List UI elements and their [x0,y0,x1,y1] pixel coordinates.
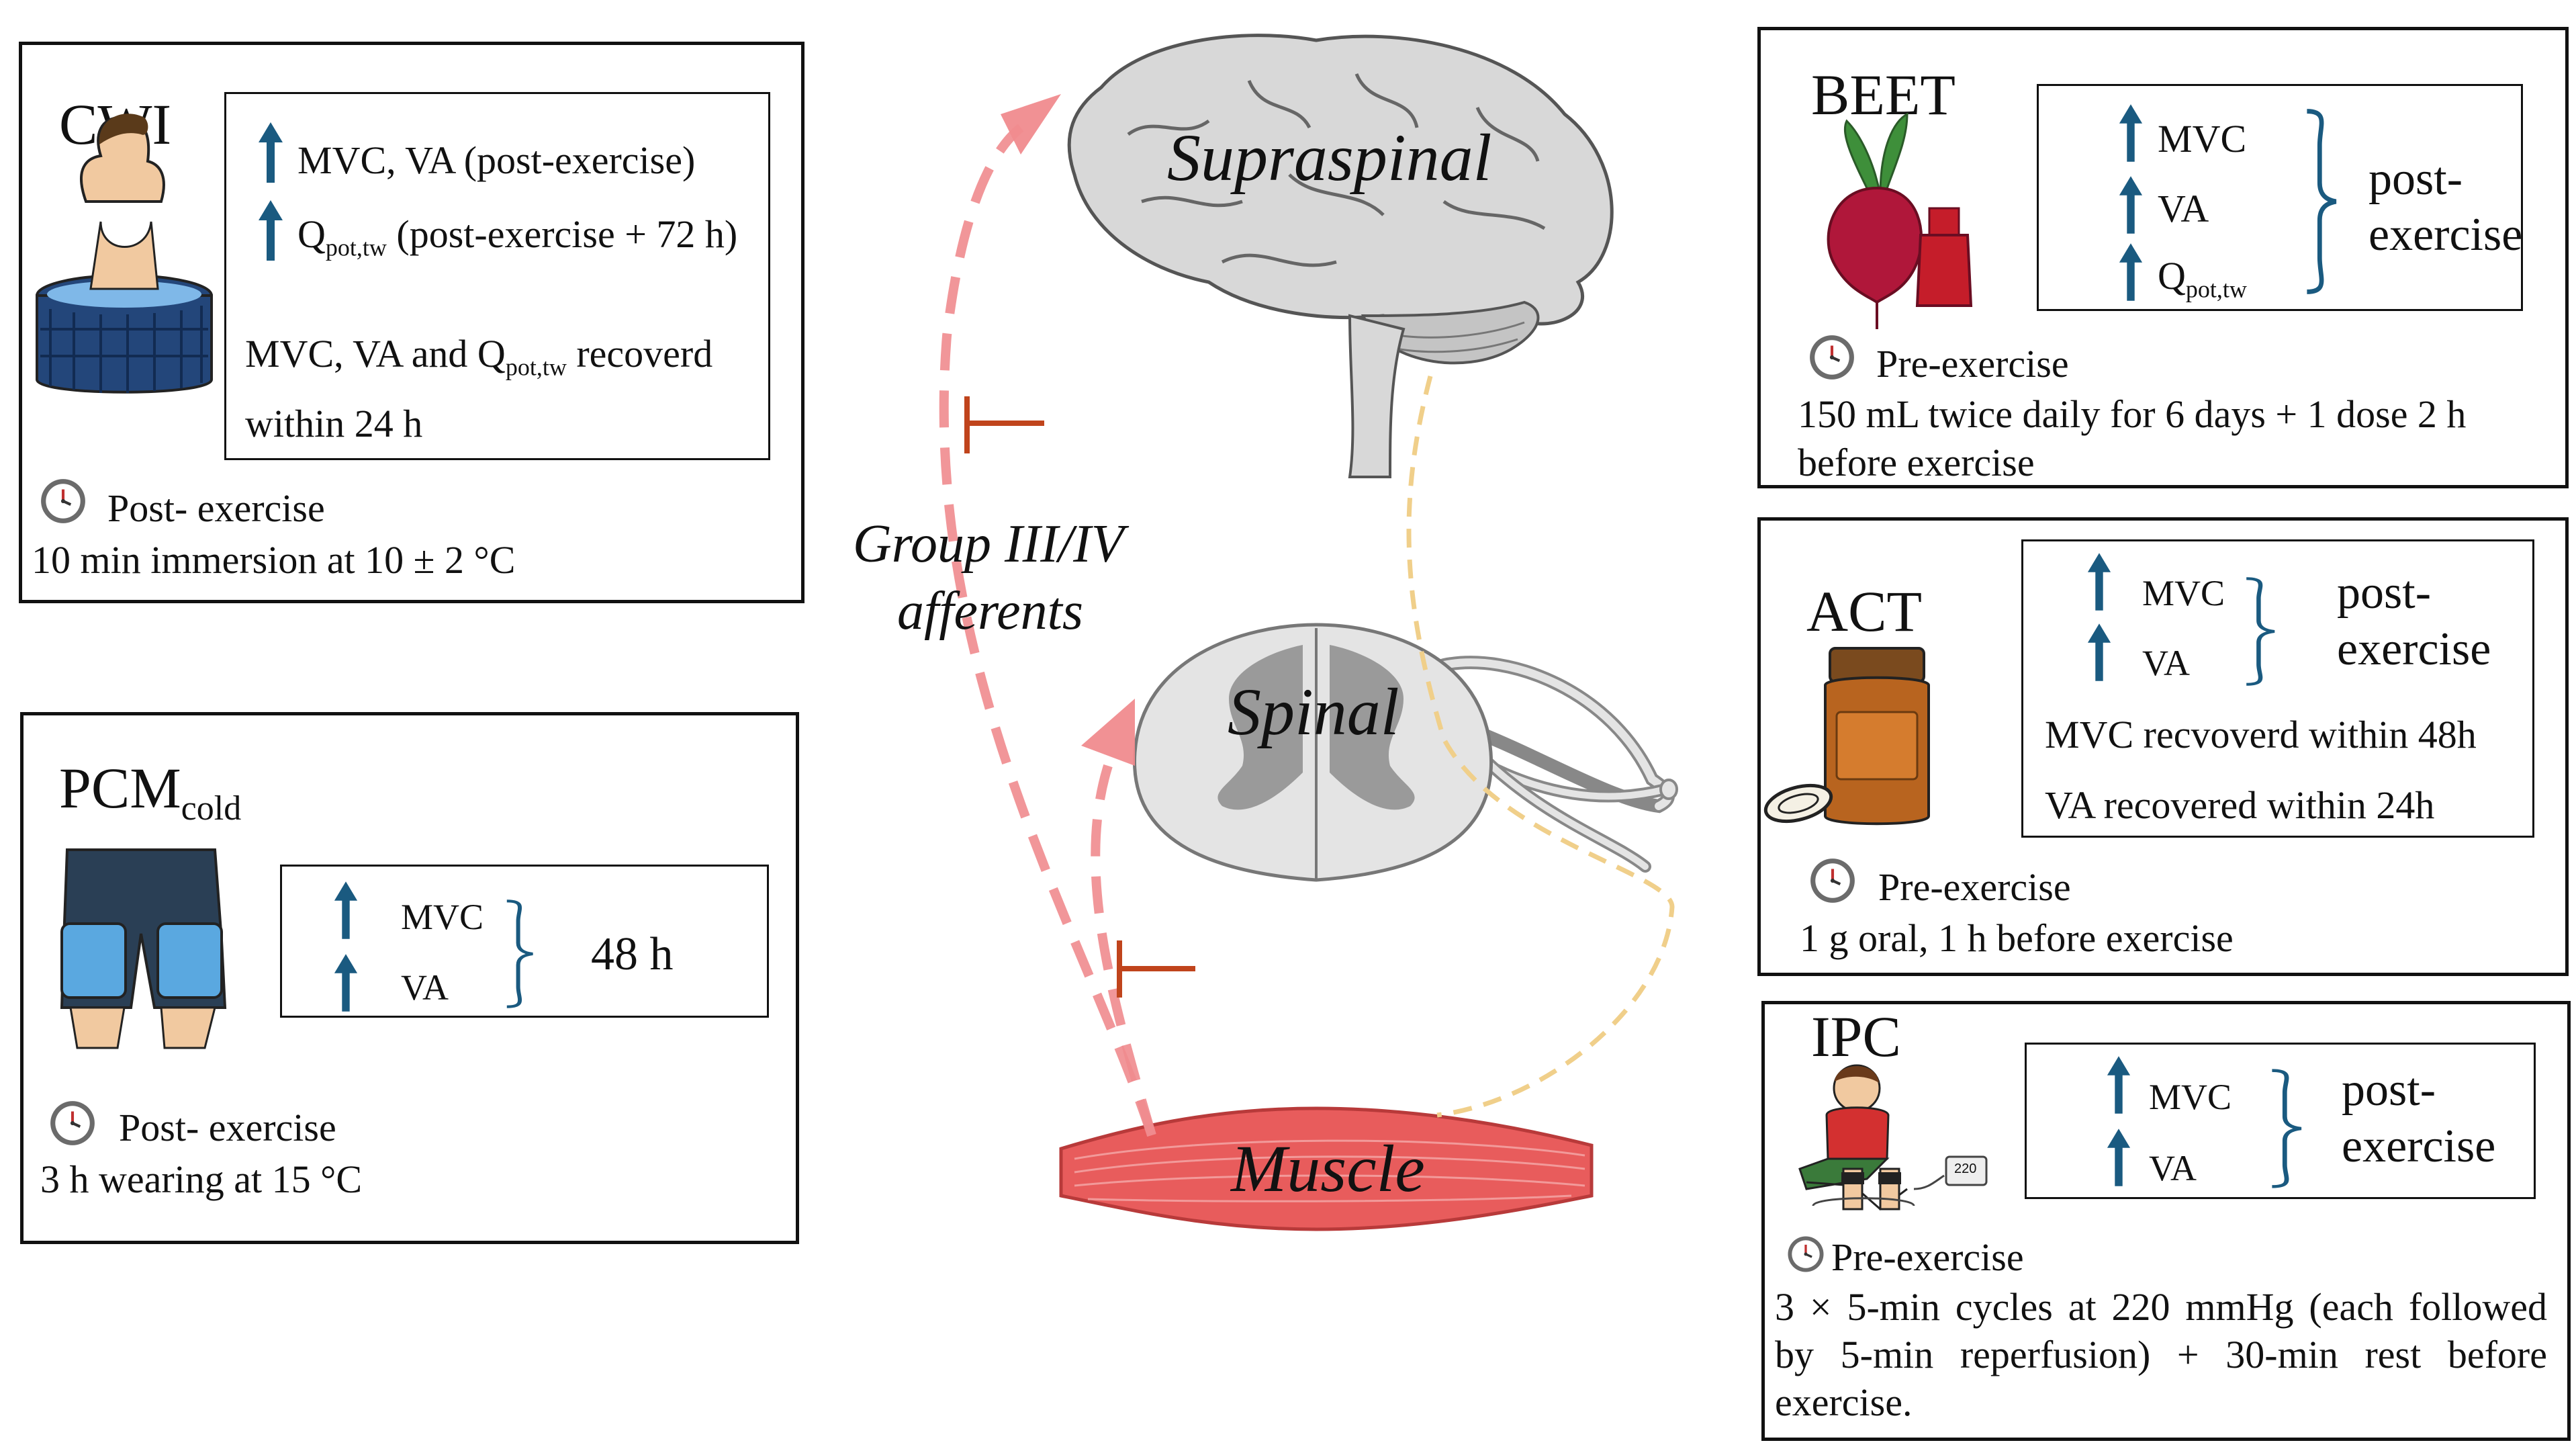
q-symbol: Q [2158,254,2186,298]
act-protocol: 1 g oral, 1 h before exercise [1800,916,2234,960]
beet-timing: Pre-exercise [1876,342,2069,386]
ipc-when-line2: exercise [2342,1120,2496,1172]
cwi-recovery-line1: MVC, VA and Qpot,tw recoverd [245,335,712,380]
afferent-arrowhead-spinal [1081,699,1135,766]
q-subscript: pot,tw [505,353,567,381]
beet-effect-qpot: Qpot,tw [2158,257,2247,302]
pcm-effects-box [280,865,769,1018]
afferents-label-line1: Group III/IV [853,515,1124,574]
afferent-arrowhead-supraspinal [1001,94,1061,155]
act-effect-va: VA [2142,643,2191,683]
cwi-effects-box [224,92,770,460]
cwi-effect-qpot-text: (post-exercise + 72 h) [386,212,738,256]
ipc-timing: Pre-exercise [1831,1235,2024,1279]
pcm-effect-va: VA [401,967,449,1008]
cwi-recovery-line2: within 24 h [245,402,423,445]
inhibition-symbol-upper [964,396,1044,453]
efferent-pathway [1406,376,1675,1118]
ipc-protocol: 3 × 5-min cycles at 220 mmHg (each follo… [1775,1285,2547,1424]
pcm-timing: Post- exercise [119,1106,336,1149]
beet-title: BEET [1811,62,1956,127]
brain-illustration [1067,34,1614,478]
clock-icon [1786,1235,1825,1274]
inhibition-symbol-lower [1117,940,1195,998]
pcm-title-subscript: cold [181,789,242,828]
act-effect-mvc: MVC [2142,573,2225,613]
act-when-line2: exercise [2337,623,2491,675]
q-symbol: Q [297,212,326,256]
pcm-duration: 48 h [591,928,674,980]
cwi-recovery-text: MVC, VA and Q [245,332,506,376]
beet-protocol-line1: 150 mL twice daily for 6 days + 1 dose 2… [1798,392,2467,436]
ipc-effect-mvc: MVC [2149,1077,2232,1117]
muscle-label: Muscle [1231,1131,1425,1206]
afferent-pathway-supraspinal [939,124,1156,1137]
muscle-illustration [1059,1106,1594,1231]
cwi-recovery-text-end: recoverd [566,332,713,376]
pcm-protocol: 3 h wearing at 15 °C [40,1157,363,1201]
act-timing: Pre-exercise [1878,865,2071,909]
afferents-label-line2: afferents [897,582,1083,641]
beet-when-line1: post- [2368,153,2463,205]
ipc-title: IPC [1811,1004,1901,1069]
cwi-effect-mvc-va: MVC, VA (post-exercise) [297,138,696,182]
ipc-effects-box [2025,1043,2536,1199]
ipc-device-label: 220 [1954,1161,1977,1176]
cwi-protocol: 10 min immersion at 10 ± 2 °C [32,538,516,582]
beet-effect-mvc: MVC [2158,117,2247,161]
beet-effects-box [2037,84,2523,311]
afferent-pathway-spinal [1091,764,1156,1137]
beet-effect-va: VA [2158,187,2209,230]
act-effects-box [2021,539,2534,838]
q-subscript: pot,tw [325,234,387,261]
beet-protocol-line2: before exercise [1798,441,2035,484]
act-recovery-va: VA recovered within 24h [2045,783,2435,827]
ipc-effect-va: VA [2149,1148,2197,1188]
supraspinal-label: Supraspinal [1167,120,1492,195]
cwi-timing: Post- exercise [107,486,325,530]
spinal-cord-illustration [1133,623,1678,882]
beet-when-line2: exercise [2368,209,2523,261]
act-recovery-mvc: MVC recvoverd within 48h [2045,713,2477,756]
cwi-effect-qpot: Qpot,tw (post-exercise + 72 h) [297,215,737,260]
pcm-title: PCMcold [59,759,241,826]
spinal-label: Spinal [1228,674,1399,749]
act-when-line1: post- [2337,567,2431,619]
pcm-title-text: PCM [59,756,181,820]
pcm-effect-mvc: MVC [401,897,484,937]
act-title: ACT [1806,579,1922,644]
q-subscript: pot,tw [2185,275,2247,303]
ipc-when-line1: post- [2342,1064,2436,1116]
